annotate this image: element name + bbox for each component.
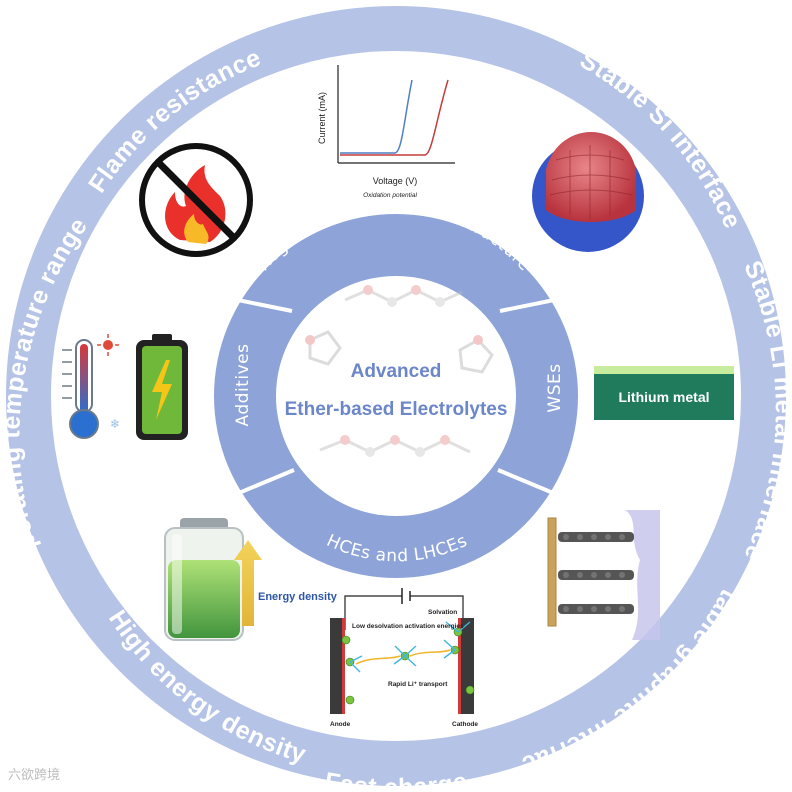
fast-charge-transport-label: Rapid Li⁺ transport [388, 681, 448, 688]
oxidation-chart-caption: Oxidation potential [363, 192, 417, 199]
snowflake-icon: ❄ [110, 417, 120, 431]
thermometer-icon: ❄ [62, 334, 120, 439]
core-title-advanced: Advanced [351, 361, 442, 382]
watermark-text: 六欲跨境 [8, 768, 61, 783]
label-wses: WSEs [545, 363, 565, 412]
oxidation-chart: Current (mA) Voltage (V) Oxidation poten… [317, 65, 455, 199]
core-title-ether-electrolytes: Ether-based Electrolytes [285, 399, 508, 420]
energy-battery-icon [164, 518, 244, 641]
fast-charge-cathode-label: Cathode [452, 721, 478, 728]
molecule-ring-left [305, 330, 342, 366]
molecule-chain-top [344, 285, 463, 307]
si-particle-icon [532, 131, 644, 252]
inner-ring-dividers [217, 294, 575, 502]
oxidation-chart-xlabel: Voltage (V) [373, 176, 418, 186]
energy-density-label: Energy density [258, 591, 338, 603]
inner-core [276, 276, 516, 516]
label-additives: Additives [233, 344, 253, 427]
oxidation-chart-ylabel: Current (mA) [317, 92, 327, 144]
lithium-metal-block: Lithium metal [594, 366, 734, 420]
fast-charge-anode-label: Anode [330, 721, 351, 728]
fast-charge-solvation-label: Solvation [428, 609, 457, 616]
molecule-ring-right [458, 335, 494, 374]
molecule-chain-bottom [319, 435, 471, 457]
fast-charge-diagram: Low desolvation activation energies Solv… [330, 588, 478, 728]
lithium-metal-label: Lithium metal [618, 389, 709, 405]
no-fire-icon [139, 143, 253, 257]
fast-charge-desolvation-label: Low desolvation activation energies [352, 623, 464, 630]
graphite-layers-icon [547, 510, 660, 640]
charging-battery-icon [136, 334, 188, 440]
energy-density-arrow: Energy density [234, 540, 338, 626]
